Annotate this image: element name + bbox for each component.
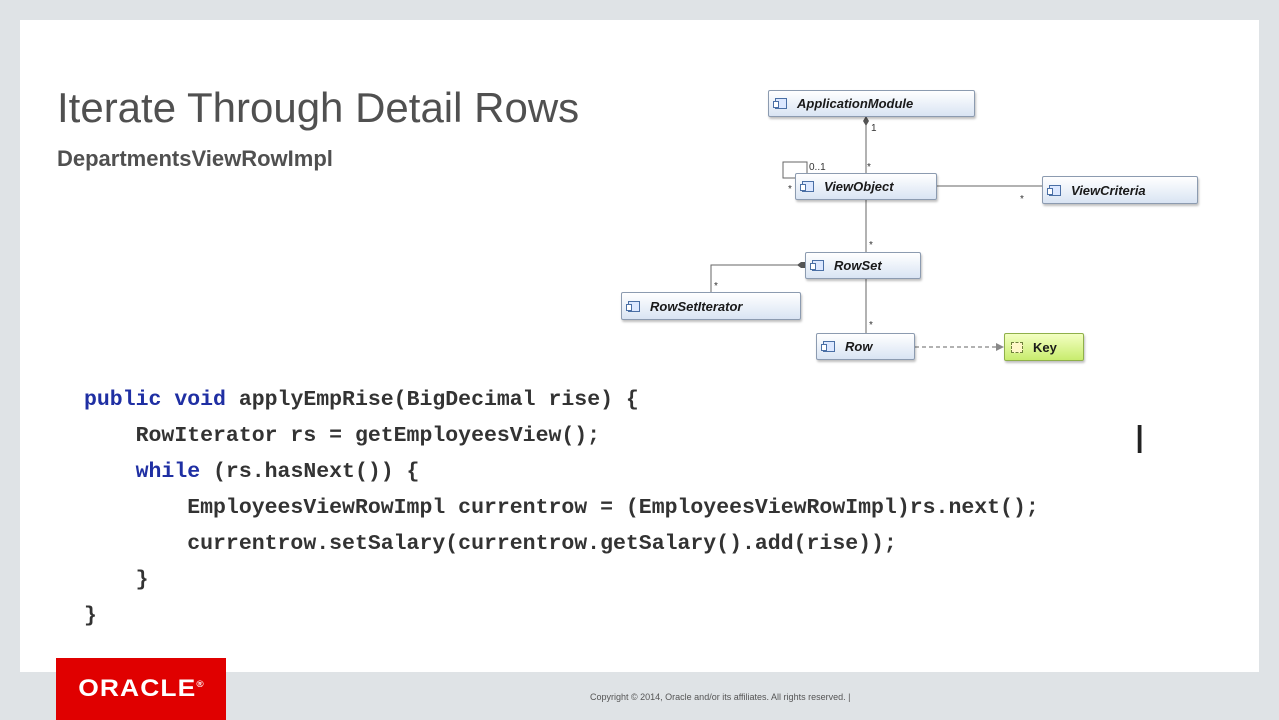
code-line: while (rs.hasNext()) { — [84, 460, 420, 484]
copyright-notice: Copyright © 2014, Oracle and/or its affi… — [590, 692, 851, 702]
text-cursor-icon: Ι — [1134, 418, 1146, 462]
code-line: RowIterator rs = getEmployeesView(); — [84, 424, 601, 448]
logo-text: ORACLE® — [77, 675, 205, 702]
oracle-logo: ORACLE® — [56, 658, 226, 720]
slide-subtitle: DepartmentsViewRowImpl — [57, 146, 333, 171]
code-block[interactable]: public void applyEmpRise(BigDecimal rise… — [84, 382, 1039, 634]
code-line: currentrow.setSalary(currentrow.getSalar… — [84, 532, 897, 556]
code-line: EmployeesViewRowImpl currentrow = (Emplo… — [84, 496, 1039, 520]
slide-title: Iterate Through Detail Rows — [57, 84, 580, 131]
code-line: public void applyEmpRise(BigDecimal rise… — [84, 388, 639, 412]
code-line: } — [84, 568, 149, 592]
code-line: } — [84, 604, 97, 628]
